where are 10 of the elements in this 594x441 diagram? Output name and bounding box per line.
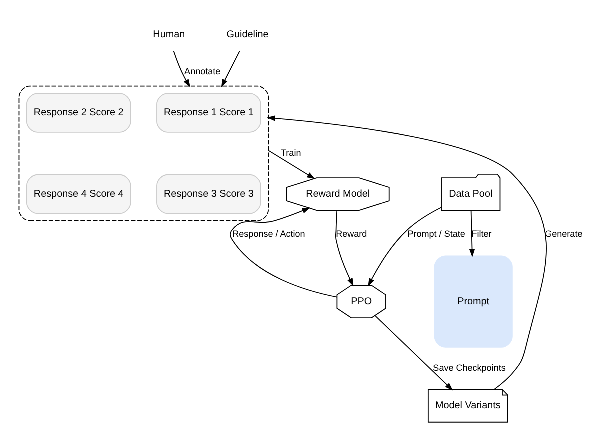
edge-label: Prompt / State	[408, 229, 466, 240]
edge-label: Train	[281, 148, 302, 158]
edge-label: Filter	[472, 229, 492, 240]
edge-label: Reward	[336, 229, 368, 240]
edge-label: Generate	[545, 229, 583, 240]
edge-label: Annotate	[184, 66, 221, 77]
node-text: Human	[153, 29, 186, 40]
edge-label: Response / Action	[232, 229, 306, 240]
node-text: Guideline	[226, 29, 269, 40]
edge-label: Save Checkpoints	[433, 362, 506, 373]
